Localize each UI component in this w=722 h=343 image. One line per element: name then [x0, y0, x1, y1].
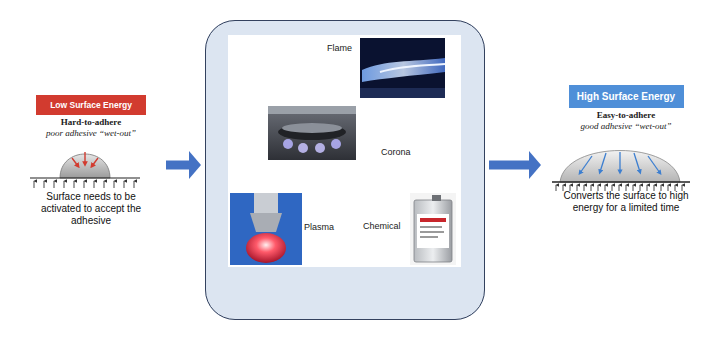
- wet-out-note: poor adhesive “wet-out”: [20, 128, 162, 139]
- label-anchor: Chemical: [363, 221, 401, 232]
- surface-column: High Surface EnergyEasy-to-adheregood ad…: [545, 85, 707, 214]
- adhesion-heading: Hard-to-adhere: [20, 117, 162, 128]
- method-label: Flame: [327, 43, 352, 53]
- label-anchor: Plasma: [304, 222, 334, 233]
- label-anchor: Flame: [327, 43, 352, 54]
- method-panel: FlameCoronaPlasma Chemical: [205, 20, 485, 320]
- surface-column: Low Surface EnergyHard-to-adherepoor adh…: [20, 95, 162, 227]
- adhesion-heading: Easy-to-adhere: [545, 110, 707, 121]
- arrow-shaft: [489, 161, 530, 170]
- flow-arrow: [166, 151, 201, 179]
- energy-banner: Low Surface Energy: [36, 95, 146, 115]
- wet-out-note: good adhesive “wet-out”: [545, 121, 707, 132]
- surface-description: Surface needs to be activated to accept …: [35, 191, 147, 227]
- method-label: Chemical: [363, 221, 401, 231]
- label-anchor: Corona: [381, 147, 411, 158]
- energy-banner: High Surface Energy: [569, 85, 684, 108]
- method-label: Corona: [381, 147, 411, 157]
- arrow-head: [189, 151, 201, 179]
- surface-description: Converts the surface to high energy for …: [561, 190, 691, 214]
- drop-spacer: [20, 139, 162, 191]
- flow-arrow: [489, 151, 541, 179]
- method-label: Plasma: [304, 222, 334, 232]
- arrow-shaft: [166, 161, 190, 170]
- drop-spacer: [545, 132, 707, 190]
- arrow-head: [529, 151, 541, 179]
